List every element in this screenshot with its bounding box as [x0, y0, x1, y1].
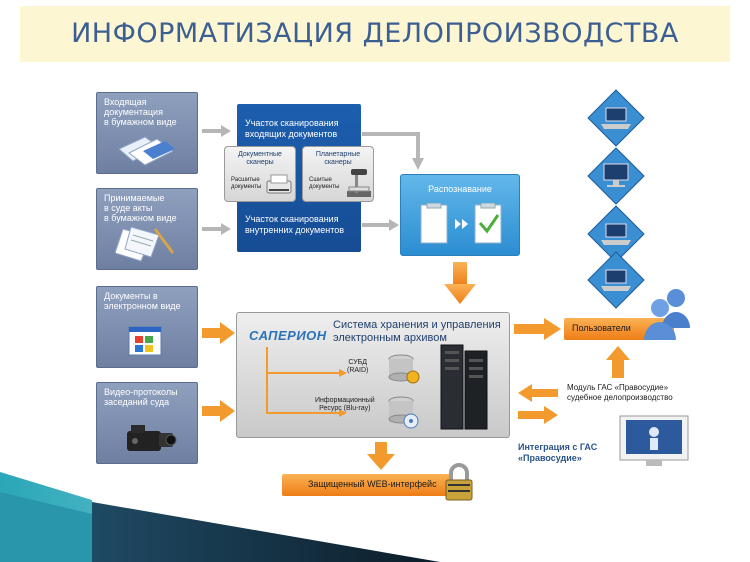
archive-system-block: САПЕРИОН Система хранения и управления э… [236, 312, 510, 438]
archive-title-line: Система хранения и управления [333, 319, 501, 331]
arrow-archive-to-web [367, 442, 395, 470]
scanner-subtitle-line: документы [309, 184, 340, 190]
scanner-subtitle-line: Расшитые [231, 177, 260, 183]
source-label: Входящая документация в бумажном виде [104, 97, 177, 127]
source-label: Принимаемые в суде акты в бумажном виде [104, 193, 177, 223]
document-scanner-icon [266, 174, 292, 194]
scanner-subtitle-line: документы [231, 184, 262, 190]
dbms-label: СУБД (RAID) [347, 359, 368, 375]
source-electronic: Документы в электронном виде [96, 286, 198, 368]
recognition-label: Распознавание [428, 184, 492, 194]
bluray-storage-icon [388, 396, 419, 429]
scanner-title-line: Документные [238, 151, 282, 158]
scanning-label-line: Участок сканирования [245, 214, 339, 224]
source-label-line: в суде акты [104, 203, 153, 213]
arrow-source-1-to-scanning [202, 125, 231, 137]
archive-flow-lines [266, 347, 347, 417]
source-label: Документы в электронном виде [104, 291, 181, 311]
dbms-label-line: СУБД [348, 359, 367, 366]
saperion-logo: САПЕРИОН [249, 328, 327, 343]
gas-label-line: Модуль ГАС «Правосудие» [567, 383, 669, 392]
windows-window-icon [128, 326, 162, 356]
scanner-title: Документные сканеры [225, 151, 295, 167]
dbms-label-line: (RAID) [347, 367, 369, 374]
paper-folders-icon [118, 136, 175, 166]
integration-label-line: «Правосудие» [518, 453, 582, 463]
source-label-line: Входящая [104, 97, 147, 107]
arrow-recognition-to-archive [444, 262, 476, 304]
scanning-label-line: Участок сканирования [245, 118, 339, 128]
scanner-subtitle-line: Сшитые [309, 177, 332, 183]
source-court-acts: Принимаемые в суде акты в бумажном виде [96, 188, 198, 270]
document-scanners-card: Документные сканеры Расшитые документы [224, 146, 296, 202]
decorative-wedge [0, 472, 440, 562]
scanning-label-line: внутренних документов [245, 225, 345, 235]
video-camera-icon [127, 425, 177, 451]
archive-title: Система хранения и управления электронны… [333, 319, 501, 345]
source-label-line: документация [104, 107, 163, 117]
arrow-scanning-to-recognition [362, 132, 424, 170]
lock-icon [445, 463, 473, 501]
source-label-line: Видео-протоколы [104, 387, 178, 397]
source-label-line: в бумажном виде [104, 213, 177, 223]
resource-label-line: Ресурс (Blu-ray) [319, 405, 371, 412]
court-monitor-icon [619, 415, 689, 466]
planetary-scanners-card: Планетарные сканеры Сшитые документы [302, 146, 374, 202]
source-label-line: Принимаемые [104, 193, 165, 203]
integration-label-line: Интеграция с ГАС [518, 442, 598, 452]
web-interface-bar: Защищенный WEB-интерфейс [282, 474, 452, 496]
arrow-gas-to-users [606, 346, 630, 378]
arrow-video-to-archive [202, 400, 235, 422]
gas-module-label: Модуль ГАС «Правосудие» судебное делопро… [567, 383, 673, 403]
scanner-title-line: сканеры [324, 159, 352, 166]
scanning-incoming-label: Участок сканирования входящих документов [245, 118, 339, 140]
users-icon [644, 289, 690, 340]
scanner-subtitle: Сшитые документы [309, 177, 339, 191]
source-label-line: Документы в [104, 291, 158, 301]
server-rack-icon [440, 344, 488, 430]
title-banner: ИНФОРМАТИЗАЦИЯ ДЕЛОПРОИЗВОДСТВА [20, 6, 730, 62]
laptop-icon [587, 251, 645, 309]
scanner-title: Планетарные сканеры [303, 151, 373, 167]
source-video: Видео-протоколы заседаний суда [96, 382, 198, 464]
source-label-line: в бумажном виде [104, 117, 177, 127]
recognition-documents-icon [420, 203, 502, 244]
page-title: ИНФОРМАТИЗАЦИЯ ДЕЛОПРОИЗВОДСТВА [71, 18, 679, 49]
scanner-title-line: Планетарные [315, 151, 361, 158]
planetary-scanner-icon [347, 169, 371, 197]
desktop-monitor-icon [587, 147, 645, 205]
web-interface-label: Защищенный WEB-интерфейс [308, 479, 437, 489]
recognition-block: Распознавание [400, 174, 520, 256]
source-label: Видео-протоколы заседаний суда [104, 387, 178, 407]
integration-label: Интеграция с ГАС «Правосудие» [518, 442, 597, 464]
source-label-line: заседаний суда [104, 397, 170, 407]
arrow-scanning-internal-to-recognition [362, 219, 399, 231]
arrow-archive-to-users [514, 318, 561, 340]
gas-label-line: судебное делопроизводство [567, 393, 673, 402]
arrow-electronic-to-archive [202, 322, 235, 344]
arrow-source-2-to-scanning [202, 223, 231, 235]
database-icon [388, 354, 420, 384]
scanning-internal-label: Участок сканирования внутренних документ… [245, 214, 344, 236]
scanning-label-line: входящих документов [245, 129, 338, 139]
laptop-icon [587, 89, 645, 147]
documents-pen-icon [115, 226, 175, 262]
archive-title-line: электронным архивом [333, 332, 447, 344]
scanner-subtitle: Расшитые документы [231, 177, 261, 191]
resource-label: Информационный Ресурс (Blu-ray) [315, 397, 375, 413]
source-paper-incoming: Входящая документация в бумажном виде [96, 92, 198, 174]
users-label: Пользователи [572, 323, 631, 333]
source-label-line: электронном виде [104, 301, 181, 311]
gas-module-box: Модуль ГАС «Правосудие» судебное делопро… [563, 380, 693, 416]
scanner-title-line: сканеры [246, 159, 274, 166]
resource-label-line: Информационный [315, 397, 375, 404]
arrows-archive-gas-exchange [518, 384, 558, 424]
